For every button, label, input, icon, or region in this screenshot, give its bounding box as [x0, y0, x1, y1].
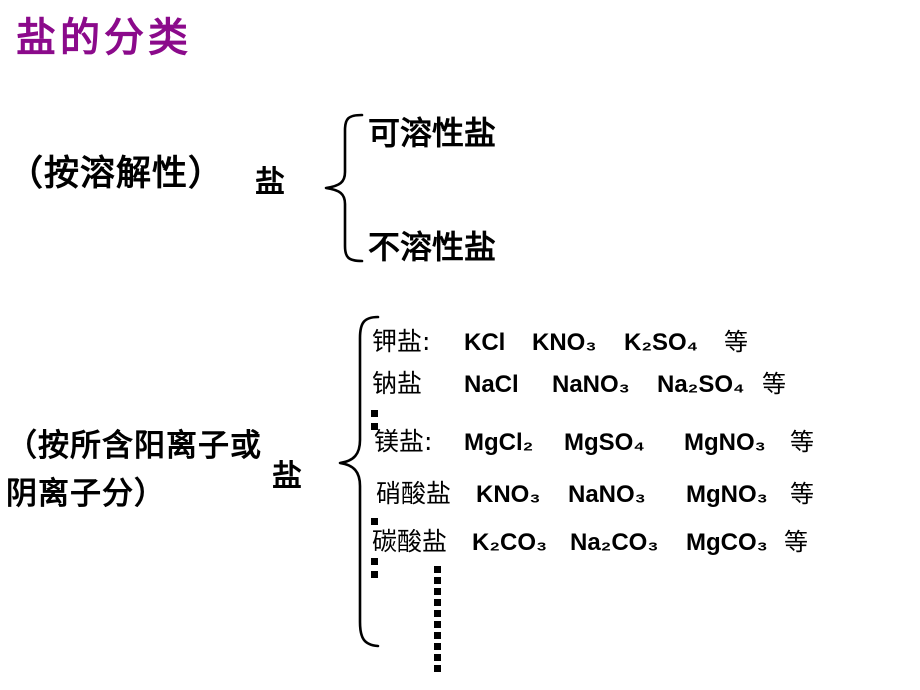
row-category-name: 碳酸盐 [372, 527, 448, 556]
ion-criterion-label: （按所含阳离子或阴离子分） [6, 428, 262, 512]
row-formula: MgSO₄ [564, 429, 645, 456]
row-suffix: 等 [784, 528, 808, 556]
page-title: 盐的分类 [16, 15, 192, 61]
ion-brace [336, 314, 382, 650]
solubility-brace [322, 112, 366, 264]
row-formula: K₂SO₄ [624, 329, 699, 356]
solubility-branch-insoluble: 不溶性盐 [368, 228, 497, 266]
row-category-name: 钾盐: [372, 327, 431, 356]
row-formula: MgNO₃ [686, 481, 768, 508]
row-category-name: 钠盐 [372, 369, 423, 398]
row-formula: MgNO₃ [684, 429, 766, 456]
ion-root-label: 盐 [272, 459, 302, 494]
row-category-name: 硝酸盐 [376, 479, 452, 508]
row-formula: KCl [464, 329, 506, 356]
row-suffix: 等 [762, 370, 786, 398]
row-formula: Na₂CO₃ [570, 529, 659, 556]
solubility-criterion-label: （按溶解性） [8, 154, 225, 194]
row-formula: MgCO₃ [686, 529, 768, 556]
solubility-branch-soluble: 可溶性盐 [368, 114, 497, 152]
row-formula: K₂CO₃ [472, 529, 548, 556]
row-suffix: 等 [790, 480, 814, 508]
row-category-name: 镁盐: [374, 427, 433, 456]
row-suffix: 等 [724, 328, 748, 356]
ellipsis-column-continuation-icon [434, 566, 442, 676]
ellipsis-above-carbonate-icon [371, 518, 379, 531]
row-formula: NaNO₃ [552, 371, 630, 398]
row-formula: NaCl [464, 371, 519, 398]
row-suffix: 等 [790, 428, 814, 456]
row-formula: KNO₃ [476, 481, 541, 508]
row-formula: MgCl₂ [464, 429, 534, 456]
solubility-root-label: 盐 [255, 165, 285, 200]
row-formula: KNO₃ [532, 329, 597, 356]
ellipsis-below-carbonate-icon [371, 558, 379, 584]
row-formula: NaNO₃ [568, 481, 646, 508]
row-formula: Na₂SO₄ [657, 371, 745, 398]
ellipsis-above-magnesium-icon [371, 410, 379, 436]
